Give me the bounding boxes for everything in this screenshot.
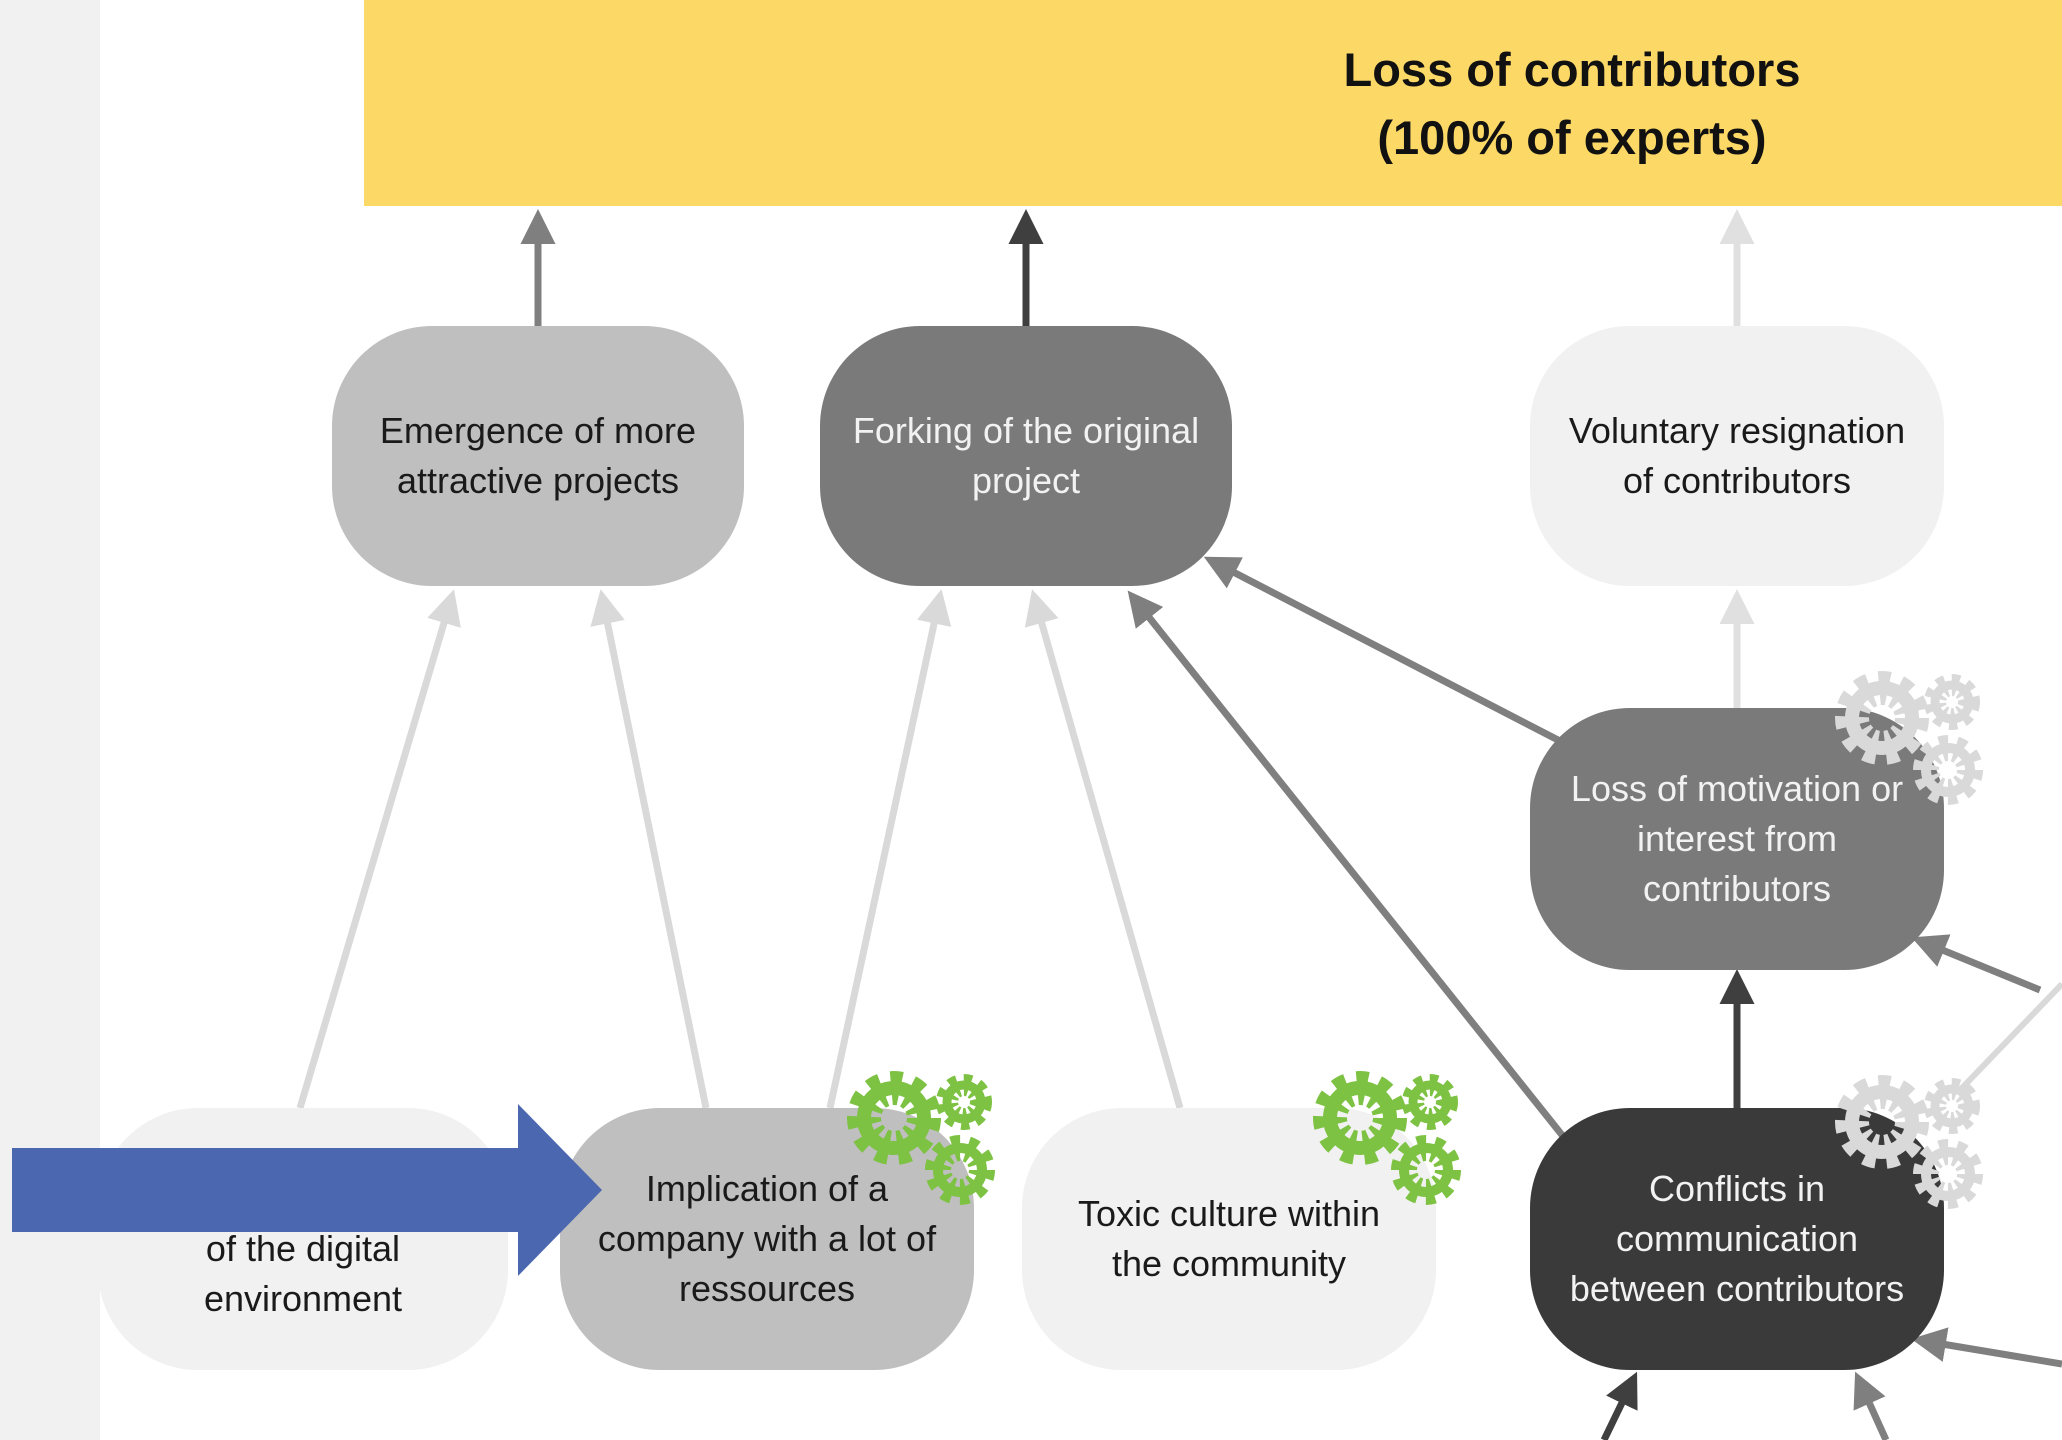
- goal-banner: Loss of contributors (100% of experts): [364, 0, 2062, 206]
- node-motivation-line2: interest from: [1636, 818, 1838, 859]
- node-emergence: Emergence of more attractive projects: [332, 326, 744, 586]
- node-implication-line3: ressources: [678, 1268, 856, 1309]
- node-implication-line2: company with a lot of: [597, 1218, 937, 1259]
- node-forking: Forking of the original project: [820, 326, 1232, 586]
- edge-toxic-to-forking: [1024, 589, 1184, 1109]
- node-conflicts-line2: communication: [1615, 1218, 1859, 1259]
- edge-below-to-conflicts-2: [1853, 1371, 1890, 1440]
- edge-offscreen-to-conflicts: [1911, 1327, 2062, 1368]
- edge-implication-to-forking: [826, 589, 952, 1109]
- goal-title-line2: (100% of experts): [1377, 111, 1767, 164]
- node-voluntary-line2: of contributors: [1622, 460, 1852, 501]
- edge-offscreen-light: [1959, 981, 2062, 1091]
- node-implication-line1: Implication of a: [645, 1168, 889, 1209]
- edge-implication-to-emergence: [590, 589, 710, 1109]
- gear-cluster-icon: [847, 1071, 995, 1205]
- node-motivation-line3: contributors: [1642, 868, 1832, 909]
- node-emergence-line2: attractive projects: [396, 460, 680, 501]
- node-forking-line1: Forking of the original: [852, 410, 1200, 451]
- node-conflicts-line3: between contributors: [1569, 1268, 1905, 1309]
- gear-cluster-icon: [1313, 1071, 1461, 1205]
- gear-cluster-icon: [1835, 671, 1983, 805]
- edge-motivation-to-forking: [1203, 556, 1560, 744]
- edge-below-to-conflicts-1: [1600, 1371, 1638, 1440]
- goal-title-line1: Loss of contributors: [1343, 43, 1801, 96]
- gear-cluster-icon: [1835, 1075, 1983, 1209]
- node-toxic-line2: the community: [1111, 1243, 1347, 1284]
- node-voluntary: Voluntary resignation of contributors: [1530, 326, 1944, 586]
- node-digital-line2: environment: [203, 1278, 403, 1319]
- node-conflicts-line1: Conflicts in: [1648, 1168, 1826, 1209]
- node-digital-line1: of the digital: [205, 1228, 401, 1269]
- edge-conflicts-to-forking: [1127, 590, 1569, 1143]
- node-motivation-line1: Loss of motivation or: [1570, 768, 1904, 809]
- goal-title: Loss of contributors (100% of experts): [1222, 36, 1922, 172]
- node-forking-line2: project: [971, 460, 1081, 501]
- node-toxic-line1: Toxic culture within: [1077, 1193, 1381, 1234]
- edge-offscreen-to-motivation: [1911, 934, 2042, 994]
- node-emergence-line1: Emergence of more: [379, 410, 697, 451]
- node-voluntary-line1: Voluntary resignation: [1568, 410, 1906, 451]
- edge-digital-to-emergence: [296, 589, 461, 1109]
